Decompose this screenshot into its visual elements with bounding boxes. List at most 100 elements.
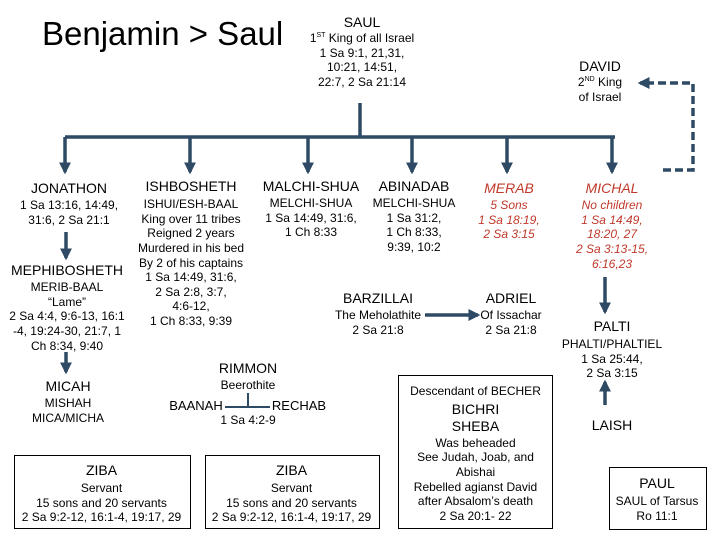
jonathon-name: JONATHON (31, 180, 107, 196)
merab-name: MERAB (484, 180, 534, 196)
malchishua-name: MALCHI-SHUA (262, 178, 360, 194)
mephibosheth-name: MEPHIBOSHETH (10, 262, 123, 278)
ishbosheth-detail-9: 1 Ch 8:33, 9:39 (149, 314, 233, 329)
jonathon-node: JONATHON 1 Sa 13:16, 14:49, 31:6, 2 Sa 2… (5, 180, 133, 227)
merab-node: MERAB 5 Sons 1 Sa 18:19, 2 Sa 3:15 (468, 180, 550, 242)
paul-detail-2: Ro 11:1 (636, 508, 678, 523)
bichri-name-1: BICHRI (451, 400, 500, 417)
rimmon-name: RIMMON (218, 360, 278, 376)
bichri-box (398, 375, 553, 529)
abinadab-name: ABINADAB (378, 178, 450, 194)
ziba-node-2: ZIBA Servant 15 sons and 20 servants 2 S… (205, 462, 378, 525)
saul-role: 1ST King of all Israel (309, 31, 415, 46)
david-role: 2ND King (577, 75, 623, 90)
bichri-detail-2: See Judah, Joab, and (417, 450, 534, 465)
ishbosheth-detail-3: Reigned 2 years (147, 226, 235, 241)
bichri-detail-6: 2 Sa 20:1- 22 (439, 508, 512, 523)
saul-ref-2: 10:21, 14:51, (326, 60, 398, 75)
ziba-1-name: ZIBA (85, 462, 118, 478)
baanah-rechab-ref: 1 Sa 4:2-9 (220, 413, 276, 427)
paul-node: PAUL SAUL of Tarsus Ro 11:1 (609, 475, 705, 523)
malchishua-detail-1: MELCHI-SHUA (269, 196, 353, 211)
malchishua-node: MALCHI-SHUA MELCHI-SHUA 1 Sa 14:49, 31:6… (252, 178, 370, 240)
palti-node: PALTI PHALTI/PHALTIEL 1 Sa 25:44, 2 Sa 3… (560, 318, 664, 381)
laish-name: LAISH (591, 417, 633, 433)
jonathon-ref-2: 31:6, 2 Sa 21:1 (28, 212, 110, 227)
palti-detail-2: 1 Sa 25:44, (581, 351, 643, 366)
adriel-detail-2: 2 Sa 21:8 (485, 322, 537, 337)
bichri-detail-4: Rebelled agianst David (413, 479, 538, 494)
mephibosheth-node: MEPHIBOSHETH MERIB-BAAL “Lame” 2 Sa 4:4,… (3, 262, 131, 353)
mephibosheth-detail-4: -4, 19:24-30, 21:7, 1 (12, 323, 122, 338)
bichri-detail-1: Was beheaded (435, 435, 516, 450)
mephibosheth-detail-2: “Lame” (47, 294, 86, 309)
ishbosheth-name: ISHBOSHETH (145, 178, 237, 194)
ziba-1-detail-2: 15 sons and 20 servants (36, 495, 167, 510)
paul-box (609, 467, 707, 530)
rimmon-node: RIMMON Beerothite (200, 360, 296, 393)
bichri-node: Descendant of BECHER BICHRI SHEBA Was be… (399, 384, 552, 524)
barzillai-detail-2: 2 Sa 21:8 (352, 322, 404, 337)
michal-detail-3: 18:20, 27 (586, 227, 638, 242)
ziba-1-detail-1: Servant (80, 481, 123, 496)
ishbosheth-detail-7: 2 Sa 2:8, 3:7, (155, 284, 227, 299)
palti-detail-3: 2 Sa 3:15 (586, 366, 638, 381)
abinadab-detail-2: 1 Sa 31:2, (386, 210, 442, 225)
ishbosheth-detail-8: 4:6-12, (172, 299, 210, 314)
david-name: DAVID (579, 58, 621, 74)
michal-detail-2: 1 Sa 14:49, (581, 212, 643, 227)
barzillai-node: BARZILLAI The Meholathite 2 Sa 21:8 (322, 290, 434, 337)
ziba-2-detail-2: 15 sons and 20 servants (226, 495, 357, 510)
adriel-detail-1: Of Issachar (480, 308, 542, 323)
saul-name: SAUL (343, 14, 381, 30)
micah-node: MICAH MISHAH MICA/MICHA (18, 378, 118, 425)
michal-node: MICHAL No children 1 Sa 14:49, 18:20, 27… (560, 180, 664, 271)
micah-detail-2: MICA/MICHA (32, 410, 104, 425)
saul-ref-1: 1 Sa 9:1, 21,31, (319, 45, 405, 60)
mephibosheth-detail-5: Ch 8:34, 9:40 (30, 338, 104, 353)
ishbosheth-detail-5: By 2 of his captains (138, 255, 244, 270)
mephibosheth-detail-1: MERIB-BAAL (30, 280, 104, 295)
michal-detail-1: No children (581, 198, 643, 213)
mephibosheth-detail-3: 2 Sa 4:4, 9:6-13, 16:1 (9, 309, 125, 324)
bichri-intro: Descendant of BECHER (410, 384, 541, 398)
abinadab-detail-1: MELCHI-SHUA (372, 196, 456, 211)
jonathon-ref-1: 1 Sa 13:16, 14:49, (19, 198, 119, 213)
ishbosheth-node: ISHBOSHETH ISHUI/ESH-BAAL King over 11 t… (126, 178, 256, 329)
merab-detail-3: 2 Sa 3:15 (483, 227, 535, 242)
palti-name: PALTI (593, 318, 631, 334)
abinadab-detail-3: 1 Ch 8:33, (386, 225, 442, 240)
michal-detail-4: 2 Sa 3:13-15, (575, 241, 649, 256)
barzillai-name: BARZILLAI (342, 290, 414, 306)
david-node: DAVID 2ND King of Israel (560, 58, 640, 104)
bichri-name-2: SHEBA (451, 417, 500, 434)
merab-detail-1: 5 Sons (490, 198, 528, 213)
ishbosheth-detail-1: ISHUI/ESH-BAAL (143, 197, 239, 212)
barzillai-detail-1: The Meholathite (334, 308, 422, 323)
ishbosheth-detail-6: 1 Sa 14:49, 31:6, (145, 270, 237, 285)
adriel-name: ADRIEL (485, 290, 537, 306)
micah-detail-1: MISHAH (44, 396, 92, 411)
michal-david-dashed-arrow (637, 77, 695, 172)
ziba-2-name: ZIBA (275, 462, 308, 478)
micah-name: MICAH (45, 378, 91, 394)
palti-detail-1: PHALTI/PHALTIEL (561, 337, 663, 352)
merab-detail-2: 1 Sa 18:19, (478, 212, 540, 227)
paul-detail-1: SAUL of Tarsus (615, 494, 699, 509)
ziba-box-1 (14, 455, 191, 529)
saul-ref-3: 22:7, 2 Sa 21:14 (317, 74, 407, 89)
ziba-2-detail-3: 2 Sa 9:2-12, 16:1-4, 19:17, 29 (211, 510, 372, 525)
michal-name: MICHAL (585, 180, 639, 196)
abinadab-node: ABINADAB MELCHI-SHUA 1 Sa 31:2, 1 Ch 8:3… (368, 178, 460, 255)
ziba-node-1: ZIBA Servant 15 sons and 20 servants 2 S… (14, 462, 189, 525)
adriel-node: ADRIEL Of Issachar 2 Sa 21:8 (472, 290, 550, 337)
malchishua-detail-2: 1 Sa 14:49, 31:6, (265, 210, 357, 225)
baanah-name: BAANAH (169, 398, 223, 413)
ishbosheth-detail-2: King over 11 tribes (141, 211, 241, 226)
paul-name: PAUL (639, 475, 675, 491)
page-title: Benjamin > Saul (42, 15, 284, 52)
rechab-name: RECHAB (271, 398, 327, 413)
ziba-1-detail-3: 2 Sa 9:2-12, 16:1-4, 19:17, 29 (21, 510, 182, 525)
abinadab-detail-4: 9:39, 10:2 (387, 239, 441, 254)
saul-node: SAUL 1ST King of all Israel 1 Sa 9:1, 21… (292, 14, 432, 90)
